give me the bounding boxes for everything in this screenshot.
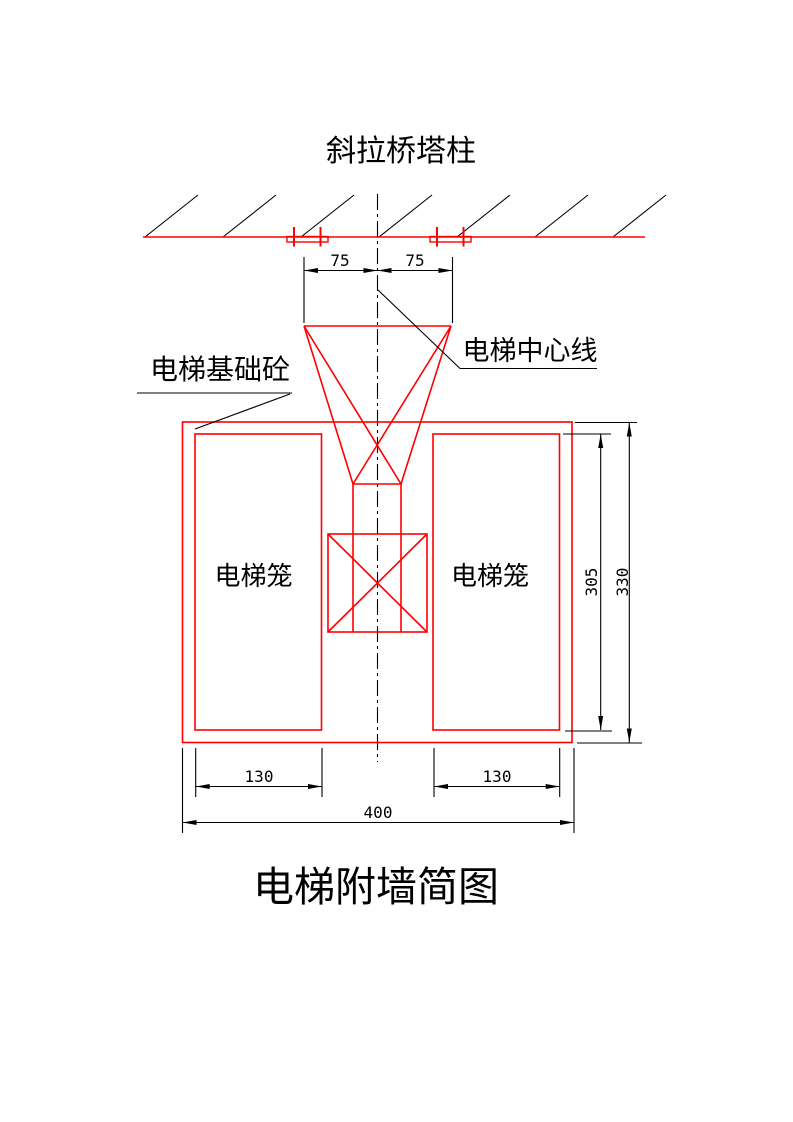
caption-title: 电梯附墙简图	[253, 863, 499, 911]
leader-line	[377, 289, 461, 369]
arrowhead	[304, 268, 318, 273]
dim-330: 330	[575, 421, 642, 744]
arrowhead	[308, 784, 322, 789]
dim-305: 305	[563, 433, 612, 732]
anchor-plate	[286, 235, 329, 243]
anchor-plate-left	[286, 227, 329, 247]
dim-text-130-left: 130	[245, 767, 274, 786]
arrowhead	[182, 820, 197, 825]
hatch-line	[378, 194, 433, 238]
leader-centerline: 电梯中心线	[377, 289, 598, 370]
arrowhead	[438, 268, 453, 273]
dim-text-75-right: 75	[405, 251, 424, 270]
tower-column-hatch	[143, 194, 667, 238]
arrowhead	[598, 434, 604, 448]
dim-text-75-left: 75	[330, 251, 349, 270]
dim-text-400: 400	[364, 803, 393, 822]
arrowhead	[626, 422, 632, 437]
leader-foundation: 电梯基础砼	[137, 353, 292, 430]
cage-right-outline	[432, 433, 561, 731]
square-diagonal	[327, 533, 428, 633]
arrowhead	[560, 820, 574, 825]
cage-right-label: 电梯笼	[451, 562, 529, 592]
foundation-outline	[181, 421, 573, 744]
hatch-line	[300, 194, 355, 238]
dim-text-305: 305	[582, 568, 601, 597]
funnel-left-side	[303, 325, 354, 485]
hatch-line	[144, 194, 199, 238]
cage-left: 电梯笼	[194, 433, 323, 731]
dim-130-left: 130	[195, 767, 322, 789]
cross-braced-square	[327, 533, 428, 633]
arrowhead	[195, 784, 210, 789]
arrowhead	[434, 784, 448, 789]
hatch-line	[456, 194, 511, 238]
cage-right: 电梯笼	[432, 433, 561, 731]
arrowhead	[545, 784, 560, 789]
arrowhead	[363, 268, 378, 273]
dim-130-right: 130	[434, 767, 560, 789]
cage-left-outline	[194, 433, 323, 731]
dim-75-pair: 75 75	[303, 251, 454, 323]
dim-text-130-right: 130	[483, 767, 512, 786]
centerline-label: 电梯中心线	[463, 336, 598, 367]
hatch-line	[534, 194, 589, 238]
leader-line	[194, 393, 291, 430]
hatch-line	[612, 194, 667, 238]
arrowhead	[626, 728, 632, 743]
funnel-right-side	[400, 325, 452, 485]
arrowhead	[598, 716, 604, 730]
dim-text-330: 330	[613, 568, 632, 597]
funnel-diagonal	[352, 325, 452, 485]
bottom-extension-lines	[181, 748, 575, 833]
anchor-plate	[429, 235, 472, 243]
dim-400: 400	[182, 803, 574, 825]
funnel-diagonal	[303, 325, 402, 485]
arrowhead	[377, 268, 392, 273]
anchor-plate-right	[429, 227, 472, 247]
top-title: 斜拉桥塔柱	[326, 134, 476, 169]
hatch-line	[222, 194, 277, 238]
foundation-label: 电梯基础砼	[150, 353, 290, 386]
cage-left-label: 电梯笼	[214, 562, 292, 592]
square-outline	[327, 533, 428, 633]
